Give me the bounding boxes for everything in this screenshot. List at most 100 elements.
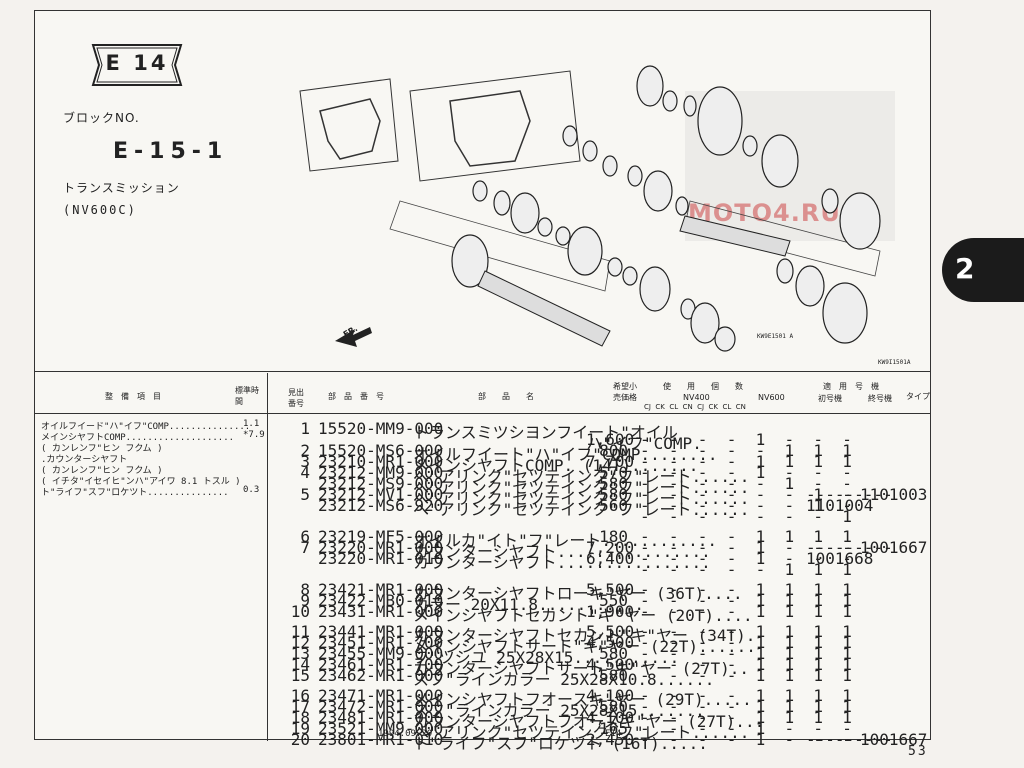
row-part-number: 23220-MR1-010	[318, 549, 444, 568]
service-item: ( カンレンフ"ヒン フクム )	[41, 444, 163, 454]
service-time: 1.1	[243, 419, 260, 429]
row-price: 4,500	[586, 655, 635, 674]
row-ref: 4	[300, 463, 310, 482]
row-part-name: オイルフイート"ハ"イフ"COMP........	[413, 445, 718, 464]
row-part-number: 15520-MM9-000	[318, 419, 444, 438]
row-price: 1,600	[586, 430, 635, 449]
row-quantity: - - - - 1 1 1 1	[640, 527, 852, 546]
footer-date: 1994.09.20	[378, 729, 433, 739]
row-part-number: 23421-MR1-000	[318, 580, 444, 599]
row-ref: 7	[300, 538, 310, 557]
row-part-name: へ"アリンク"セツテインク"フ"レート......	[413, 500, 750, 519]
col-serial-from-header: 初号機	[818, 394, 842, 403]
row-serial-from: ---------	[806, 485, 893, 504]
row-price: 580	[599, 644, 628, 663]
col-sub-header: CJ CK CL CN CJ CK CL CN	[644, 403, 746, 411]
row-quantity: - - - - - - 1 -	[640, 485, 852, 504]
row-part-number: 23220-MR1-000	[318, 538, 444, 557]
row-part-number: 23441-MR1-000	[318, 622, 444, 641]
row-quantity: - - - - 1 - - -	[640, 719, 852, 738]
row-ref: 5	[300, 485, 310, 504]
diagram-code-2: KW9I1501A	[878, 359, 911, 366]
row-part-name: カウンターシヤフト................	[413, 542, 711, 561]
row-price: 2,450	[586, 730, 635, 749]
row-quantity: - - - - 1 - - -	[640, 549, 852, 568]
row-serial-to: 1001667	[860, 730, 928, 749]
row-quantity: - - - - 1 1 1 1	[640, 708, 852, 727]
row-serial-to: 1001667	[860, 538, 928, 557]
row-serial-from: 1101004	[806, 496, 874, 515]
row-serial-from: ---------	[806, 730, 893, 749]
service-time: 0.3	[243, 485, 260, 495]
row-part-number: 23455-MM9-000	[318, 644, 444, 663]
badge-text: E 14	[105, 51, 169, 75]
row-quantity: - - - - 1 1 1 1	[640, 633, 852, 652]
row-ref: 13	[290, 644, 310, 663]
row-ref: 15	[290, 666, 310, 685]
row-ref: 16	[290, 686, 310, 705]
row-price: 4,100	[586, 708, 635, 727]
row-quantity: - - - - 1 - - -	[640, 463, 852, 482]
row-part-number: 23219-MF5-000	[318, 527, 444, 546]
row-part-number: 23472-MR1-000	[318, 697, 444, 716]
row-part-number: 23422-MB0-010	[318, 591, 444, 610]
row-serial-from: 1001668	[806, 549, 874, 568]
row-quantity: - - - - - 1 1 1	[640, 441, 852, 460]
row-part-number: 23462-MR1-000	[318, 666, 444, 685]
service-table: 整 備 項 目 標準時間 オイルフイード"ハ"イフ"COMP..........…	[35, 373, 268, 741]
row-price: 1,900	[586, 602, 635, 621]
row-part-name: へ"アリンク"セツテインク"フ"レート......	[413, 489, 750, 508]
row-part-number: 23801-MR1-010	[318, 730, 444, 749]
footer-code: E14	[605, 729, 622, 739]
row-quantity: - - - - - 1 - -	[640, 474, 852, 493]
row-price: 5,500	[586, 622, 635, 641]
row-price: 580	[599, 474, 628, 493]
row-part-name: メインシヤフトセカント"キ"ヤー (20T)....	[413, 606, 753, 625]
row-price: 560	[599, 496, 628, 515]
service-item: ト"ライフ"スフ"ロケツト...............	[41, 488, 229, 498]
row-price: 4,500	[586, 633, 635, 652]
row-ref: 20	[290, 730, 310, 749]
service-item: メインシヤフトCOMP....................	[41, 433, 235, 443]
row-price: 6,400	[586, 549, 635, 568]
row-quantity: - - - - 1 1 1 1	[640, 686, 852, 705]
row-part-number: 23471-MR1-000	[318, 686, 444, 705]
row-part-name: カウンターシヤフト................	[413, 553, 711, 572]
row-price: 580	[599, 485, 628, 504]
row-part-number: 23451-MR1-700	[318, 633, 444, 652]
row-part-name: フ"ツシユ 25X28X15...........	[413, 648, 680, 667]
row-part-name: メインシヤフトCOMP. (14T).......	[413, 456, 699, 475]
row-ref: 3	[300, 452, 310, 471]
row-part-number: 23461-MR1-700	[318, 655, 444, 674]
row-quantity: - - - - 1 1 1 1	[640, 622, 852, 641]
row-ref: 10	[290, 602, 310, 621]
row-ref: 12	[290, 633, 310, 652]
row-part-name: メインシヤフトフオースキ"ヤー (29T).....	[413, 690, 752, 709]
col-ref-header: 見出番号	[288, 388, 304, 408]
row-price: 550	[599, 591, 628, 610]
row-quantity: - - - - - - 1 -	[640, 496, 852, 515]
row-quantity: - - - - 1 1 1 1	[640, 697, 852, 716]
row-ref: 8	[300, 580, 310, 599]
row-part-number: 15520-MS6-000	[318, 441, 444, 460]
row-quantity: - - - - 1 1 1 1	[640, 655, 852, 674]
service-item: ( イチタ"イセイヒ"ンハ"アイワ 8.1 トスル )	[41, 477, 241, 487]
col-usage-header: 使 用 個 数	[663, 382, 743, 391]
row-quantity: - - - - 1 - - -	[640, 430, 852, 449]
row-ref: 1	[300, 419, 310, 438]
page-number: 53	[908, 744, 928, 759]
row-price: 7,200	[586, 538, 635, 557]
row-part-name: スフ"ラインカラー 25X28X15.......	[413, 701, 705, 720]
col-serial-to-header: 終号機	[868, 394, 892, 403]
row-part-name: カウンターシヤフトローキ"ヤー (36T)....	[413, 584, 743, 603]
row-part-number: 23521-MM9-000	[318, 719, 444, 738]
col-price-header: 希望小売価格	[613, 382, 637, 402]
row-part-name: カウンターシヤフトセカント"キ"ヤー (34T).	[413, 626, 756, 645]
col-part-header: 部 品 番 号	[328, 392, 384, 401]
model-code: (NV600C)	[63, 203, 137, 217]
service-item: ( カンレンフ"ヒン フクム )	[41, 466, 163, 476]
col-nv400-header: NV400	[683, 393, 710, 402]
row-part-name: へ"アリンク"セツテインク"フ"レート......	[413, 467, 750, 486]
row-ref: 18	[290, 708, 310, 727]
row-price: 5,500	[586, 580, 635, 599]
